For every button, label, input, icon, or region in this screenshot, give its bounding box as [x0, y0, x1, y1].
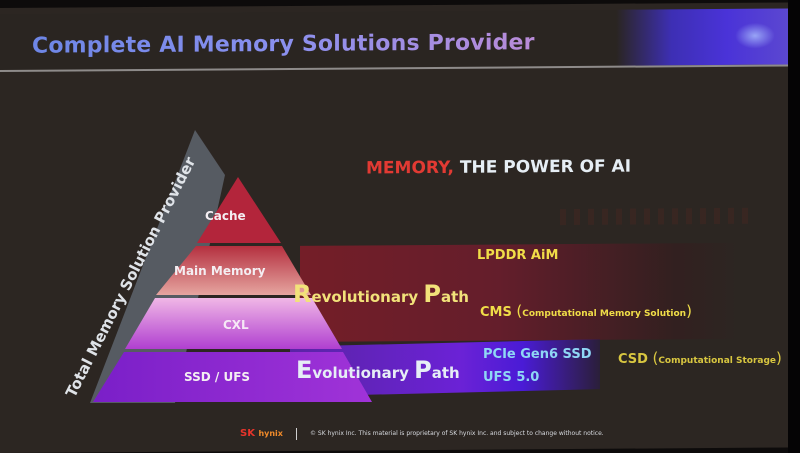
brand-logo: SK hynix	[240, 428, 283, 439]
revolutionary-path-label: Revolutionary Path	[293, 280, 469, 308]
title-decoration	[735, 22, 775, 49]
screen-edge	[788, 0, 800, 453]
item-pcie-gen6-ssd: PCIe Gen6 SSD	[483, 347, 592, 362]
item-lpddr-aim: LPDDR AiM	[477, 248, 559, 263]
footer-notice: © SK hynix Inc. This material is proprie…	[310, 430, 604, 437]
evo-text-1: volutionary	[312, 364, 415, 382]
item-ufs-5: UFS 5.0	[483, 370, 540, 385]
footer-divider	[296, 428, 297, 440]
evo-cap-p: P	[414, 356, 432, 384]
cms-detail: Computational Memory Solution	[522, 309, 687, 319]
tagline-highlight: MEMORY,	[366, 157, 455, 179]
level-label-main-memory: Main Memory	[174, 264, 266, 278]
brand-sk: SK	[240, 428, 255, 439]
level-label-cxl: CXL	[223, 318, 249, 332]
rev-text-2: ath	[440, 288, 469, 306]
evo-text-2: ath	[431, 364, 460, 382]
brand-hynix: hynix	[258, 429, 283, 438]
rev-cap-r: R	[293, 280, 312, 308]
tagline: MEMORY, THE POWER OF AI	[366, 157, 631, 179]
csd-label: CSD	[618, 352, 648, 367]
rev-text-1: evolutionary	[311, 288, 424, 306]
evo-cap-e: E	[296, 356, 313, 384]
decorative-arrows	[560, 207, 750, 226]
level-label-cache: Cache	[205, 209, 246, 223]
evolutionary-path-label: Evolutionary Path	[296, 356, 460, 384]
item-cms: CMS (Computational Memory Solution)	[480, 302, 692, 320]
slide-title: Complete AI Memory Solutions Provider	[32, 30, 535, 59]
csd-detail: Computational Storage	[658, 356, 777, 366]
cms-label: CMS	[480, 305, 512, 320]
tagline-rest: THE POWER OF AI	[454, 156, 632, 178]
level-label-ssd-ufs: SSD / UFS	[184, 370, 251, 384]
rev-cap-p: P	[423, 280, 441, 308]
item-csd: CSD (Computational Storage)	[618, 349, 782, 367]
